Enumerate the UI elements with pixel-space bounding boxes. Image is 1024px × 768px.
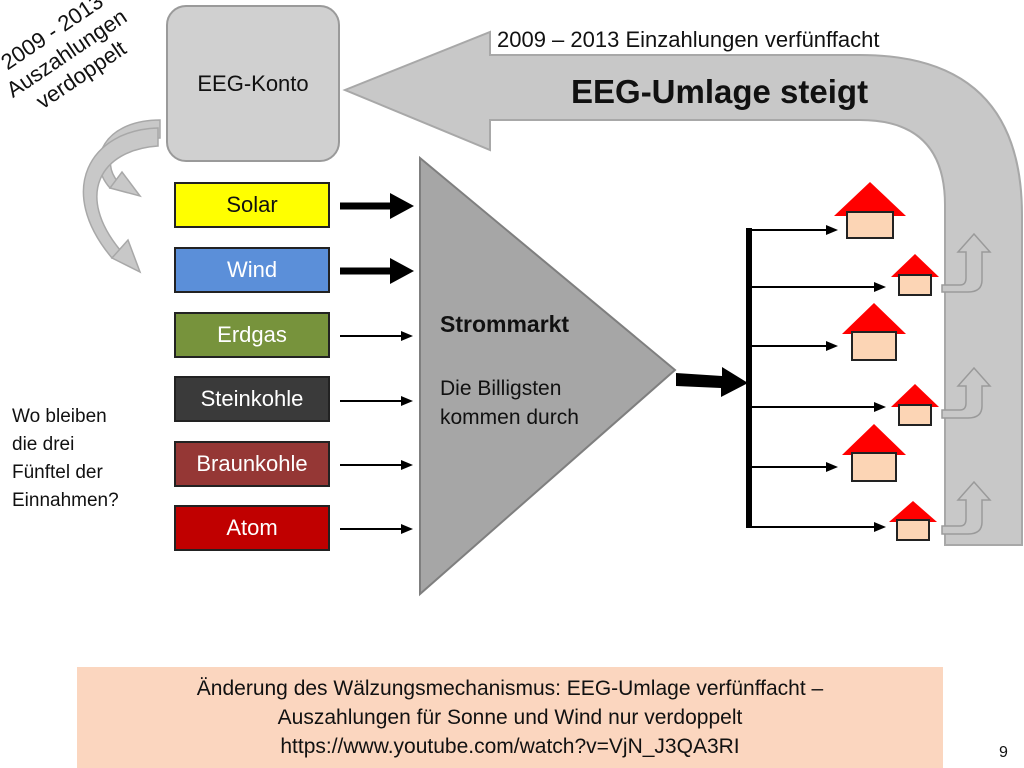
source-label: Solar bbox=[226, 192, 278, 217]
strommarkt-sub-line-2: kommen durch bbox=[440, 406, 579, 429]
house-3 bbox=[842, 303, 906, 361]
question-line-2: die drei bbox=[12, 434, 75, 455]
umlage-title: EEG-Umlage steigt bbox=[571, 73, 869, 110]
page-number: 9 bbox=[999, 744, 1008, 761]
question-line-3: Fünftel der bbox=[12, 462, 103, 483]
strommarkt-triangle bbox=[419, 155, 677, 597]
source-label: Braunkohle bbox=[196, 451, 308, 476]
strommarkt-sub-line-1: Die Billigsten bbox=[440, 377, 562, 400]
distribution-arrows bbox=[752, 225, 886, 532]
source-box-wind: Wind bbox=[174, 247, 330, 293]
source-label: Wind bbox=[226, 257, 278, 282]
source-label: Steinkohle bbox=[200, 386, 304, 411]
umlage-return-arrow bbox=[342, 30, 1023, 546]
eeg-konto-box: EEG-Konto bbox=[166, 5, 340, 162]
strommarkt-subtitle: Die Billigsten kommen durch bbox=[440, 374, 579, 432]
distribution-bar bbox=[746, 228, 752, 528]
house-6 bbox=[889, 501, 937, 541]
house-5 bbox=[842, 424, 906, 482]
payment-up-arrows bbox=[941, 232, 992, 535]
strommarkt-title: Strommarkt bbox=[440, 311, 570, 337]
market-output-arrow bbox=[676, 367, 748, 397]
caption-line-2: Auszahlungen für Sonne und Wind nur verd… bbox=[277, 706, 743, 729]
source-box-atom: Atom bbox=[174, 505, 330, 551]
source-box-erdgas: Erdgas bbox=[174, 312, 330, 358]
source-label: Erdgas bbox=[217, 322, 287, 347]
caption-link[interactable]: https://www.youtube.com/watch?v=VjN_J3QA… bbox=[280, 735, 740, 758]
house-2 bbox=[891, 254, 939, 296]
source-arrows bbox=[340, 193, 414, 534]
house-4 bbox=[891, 384, 939, 426]
caption-line-1: Änderung des Wälzungsmechanismus: EEG-Um… bbox=[196, 677, 824, 700]
source-box-braunkohle: Braunkohle bbox=[174, 441, 330, 487]
source-box-steinkohle: Steinkohle bbox=[174, 376, 330, 422]
deposits-fivefold-note: 2009 – 2013 Einzahlungen verfünffacht bbox=[497, 27, 880, 52]
caption-box: Änderung des Wälzungsmechanismus: EEG-Um… bbox=[77, 667, 943, 768]
question-line-4: Einnahmen? bbox=[12, 490, 119, 511]
question-text: Wo bleiben die drei Fünftel der Einnahme… bbox=[12, 403, 119, 515]
question-line-1: Wo bleiben bbox=[12, 406, 107, 427]
payout-curved-arrows bbox=[82, 119, 161, 274]
house-1 bbox=[834, 182, 906, 239]
eeg-konto-label: EEG-Konto bbox=[197, 70, 309, 96]
source-label: Atom bbox=[226, 515, 278, 540]
source-box-solar: Solar bbox=[174, 182, 330, 228]
